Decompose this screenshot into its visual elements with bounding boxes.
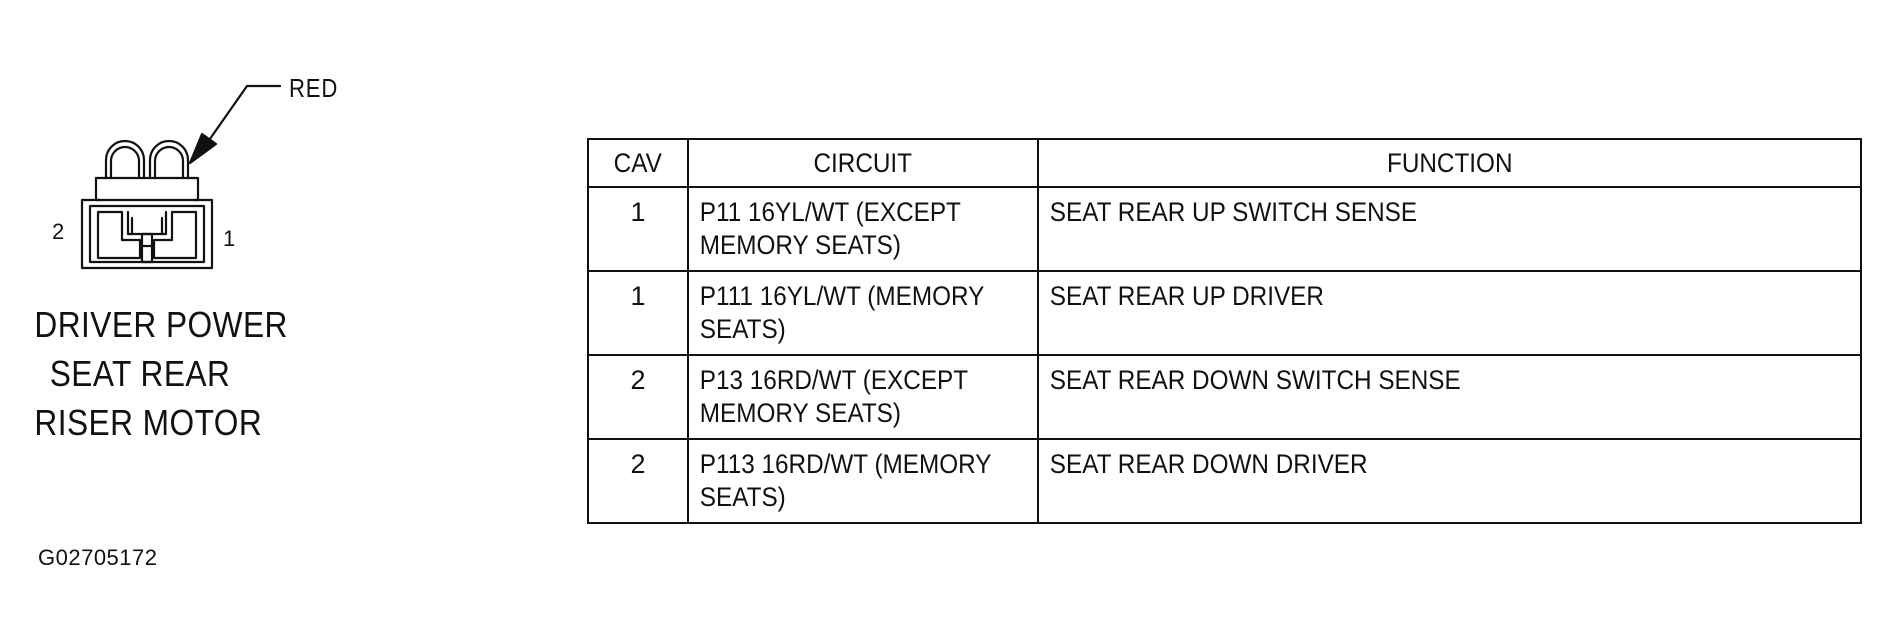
component-name: DRIVER POWER SEAT REAR RISER MOTOR [34,300,288,447]
cell-circuit: P11 16YL/WT (EXCEPT MEMORY SEATS) [687,186,1039,272]
cell-cav: 2 [587,438,689,524]
wire-color-label: RED [289,73,339,103]
component-name-line: RISER MOTOR [34,402,263,443]
table-row: 2 P13 16RD/WT (EXCEPT MEMORY SEATS) SEAT… [587,354,1862,440]
terminal-right-outer [148,139,190,180]
wire-leader-line-diagonal [203,84,249,148]
cell-function: SEAT REAR UP DRIVER [1037,270,1862,356]
cell-circuit: P113 16RD/WT (MEMORY SEATS) [687,438,1039,524]
connector-diagram [80,84,282,270]
table-row: 1 P111 16YL/WT (MEMORY SEATS) SEAT REAR … [587,270,1862,356]
component-name-line: SEAT REAR [49,353,231,394]
cell-function: SEAT REAR DOWN SWITCH SENSE [1037,354,1862,440]
cavity-left [96,210,142,260]
pin-label-1: 1 [223,226,236,251]
header-circuit: CIRCUIT [687,138,1039,188]
pinout-table: CAV CIRCUIT FUNCTION 1 P11 16YL/WT (EXCE… [587,138,1862,524]
cell-cav: 1 [587,186,689,272]
table-row: 2 P113 16RD/WT (MEMORY SEATS) SEAT REAR … [587,438,1862,524]
terminal-left-inner [109,145,141,180]
pin-label-2: 2 [52,219,65,244]
connector-shoulder [94,176,200,202]
table-header-row: CAV CIRCUIT FUNCTION [587,138,1862,188]
cell-function: SEAT REAR DOWN DRIVER [1037,438,1862,524]
wire-leader-arrowhead [188,132,218,165]
table-row: 1 P11 16YL/WT (EXCEPT MEMORY SEATS) SEAT… [587,186,1862,272]
center-post [140,232,154,264]
figure-id: G02705172 [38,545,158,570]
header-cav: CAV [587,138,689,188]
center-key [126,210,168,236]
cavity-right [152,210,198,260]
header-function: FUNCTION [1037,138,1862,188]
connector-housing-outer [80,198,214,270]
cell-function: SEAT REAR UP SWITCH SENSE [1037,186,1862,272]
terminal-right-inner [153,145,185,180]
terminal-left-outer [104,139,146,180]
cell-cav: 2 [587,354,689,440]
cell-circuit: P111 16YL/WT (MEMORY SEATS) [687,270,1039,356]
component-name-line: DRIVER POWER [34,304,288,345]
cell-cav: 1 [587,270,689,356]
cell-circuit: P13 16RD/WT (EXCEPT MEMORY SEATS) [687,354,1039,440]
